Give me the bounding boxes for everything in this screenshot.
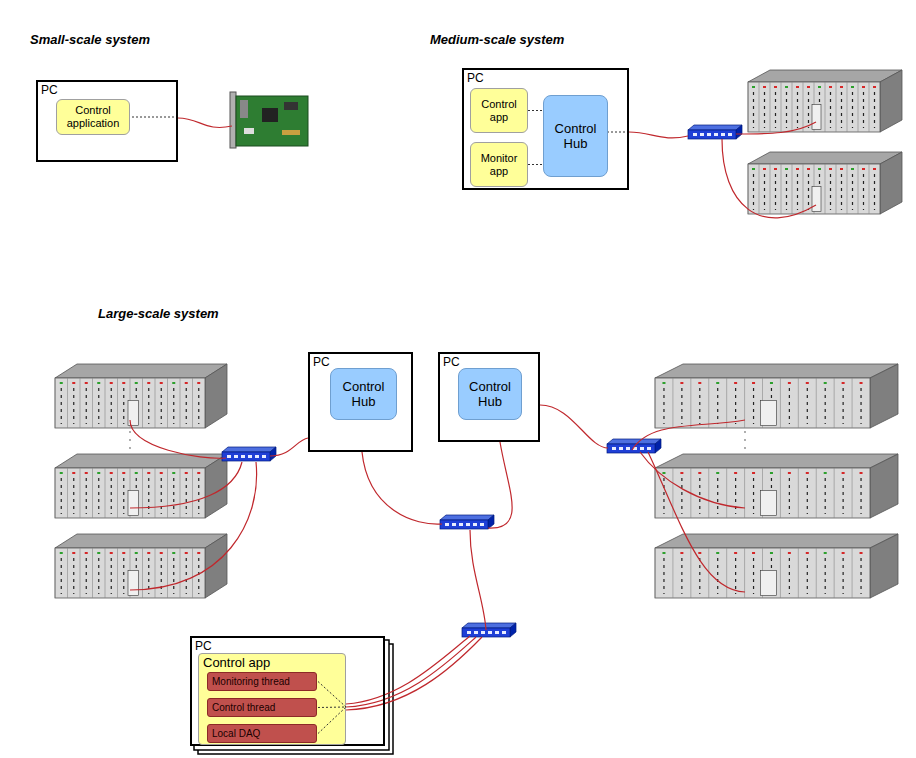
- cable: [130, 462, 257, 590]
- dotted-link: [318, 707, 346, 734]
- continuation-dot: [129, 447, 131, 449]
- pc-label: PC: [313, 355, 330, 369]
- section-heading: Medium-scale system: [430, 32, 564, 47]
- box-label: Control Hub: [462, 379, 518, 409]
- cable: [178, 118, 232, 127]
- pc-box: PCControl appMonitoring threadControl th…: [190, 636, 385, 746]
- crate: [655, 534, 898, 598]
- dotted-connector: [528, 164, 543, 165]
- continuation-dot: [129, 431, 131, 433]
- cable: [346, 637, 476, 707]
- pc-ground: [190, 636, 385, 746]
- pc-label: PC: [467, 71, 484, 85]
- dotted-link: [318, 682, 346, 708]
- cable: [270, 438, 308, 456]
- dotted-connector: [528, 110, 543, 111]
- dotted-link: [128, 117, 178, 118]
- network-switch: [222, 447, 276, 461]
- pc-label: PC: [443, 355, 460, 369]
- cable: [488, 442, 512, 528]
- dotted-link: [318, 707, 346, 709]
- section-heading: Small-scale system: [30, 32, 150, 47]
- box-label: Control Hub: [334, 379, 393, 409]
- crate: [655, 454, 898, 518]
- box-label: Control app: [474, 98, 524, 124]
- dotted-link: [607, 132, 629, 133]
- thread-label: Control thread: [212, 702, 275, 714]
- control-hub-box: Control Hub: [330, 368, 397, 420]
- crate: [655, 364, 898, 428]
- cable: [346, 637, 482, 710]
- network-switch: [440, 515, 494, 529]
- thread-box: Control thread: [207, 698, 317, 717]
- pc-box: PC Control Hub: [308, 352, 413, 452]
- box-label: Monitor app: [474, 152, 524, 178]
- continuation-dot: [744, 439, 746, 441]
- cable: [130, 462, 242, 508]
- box-label: Control app: [203, 655, 270, 670]
- thread-label: Monitoring thread: [212, 676, 290, 688]
- cable: [736, 122, 816, 134]
- cable: [722, 139, 816, 218]
- crate: [748, 70, 902, 132]
- cable: [632, 420, 745, 450]
- crate: [55, 534, 227, 598]
- control-hub-box: Control Hub: [543, 95, 608, 177]
- application-box: Monitor app: [470, 142, 528, 187]
- continuation-dot: [744, 447, 746, 449]
- pc-label: PC: [41, 83, 58, 97]
- cable: [640, 452, 745, 508]
- pc-box: PC Control appMonitor app Control Hub: [462, 68, 629, 190]
- box-label: Control application: [60, 104, 126, 130]
- pc-box: PCControl application: [36, 80, 178, 162]
- application-box: Control appMonitoring threadControl thre…: [198, 653, 346, 745]
- box-label: Control Hub: [547, 121, 604, 151]
- pcb-card: [230, 92, 308, 148]
- thread-box: Local DAQ: [207, 724, 317, 743]
- network-switch: [607, 439, 661, 453]
- network-switch: [462, 623, 516, 637]
- thread-box: Monitoring thread: [207, 672, 317, 691]
- continuation-dot: [744, 431, 746, 433]
- section-heading: Large-scale system: [98, 306, 219, 321]
- application-box: Control app: [470, 88, 528, 133]
- cable: [362, 452, 442, 524]
- cable: [540, 405, 608, 448]
- application-box: Control application: [56, 99, 130, 135]
- cable: [629, 132, 688, 138]
- control-hub-box: Control Hub: [458, 368, 522, 420]
- thread-label: Local DAQ: [212, 728, 260, 740]
- cable: [470, 530, 486, 630]
- pc-box: PCControl Hub: [438, 352, 540, 442]
- crate: [748, 152, 902, 214]
- continuation-dot: [129, 439, 131, 441]
- network-switch: [688, 125, 742, 139]
- crate: [55, 364, 227, 428]
- cable: [648, 452, 745, 592]
- pc-label: PC: [195, 639, 212, 653]
- cable: [130, 420, 226, 458]
